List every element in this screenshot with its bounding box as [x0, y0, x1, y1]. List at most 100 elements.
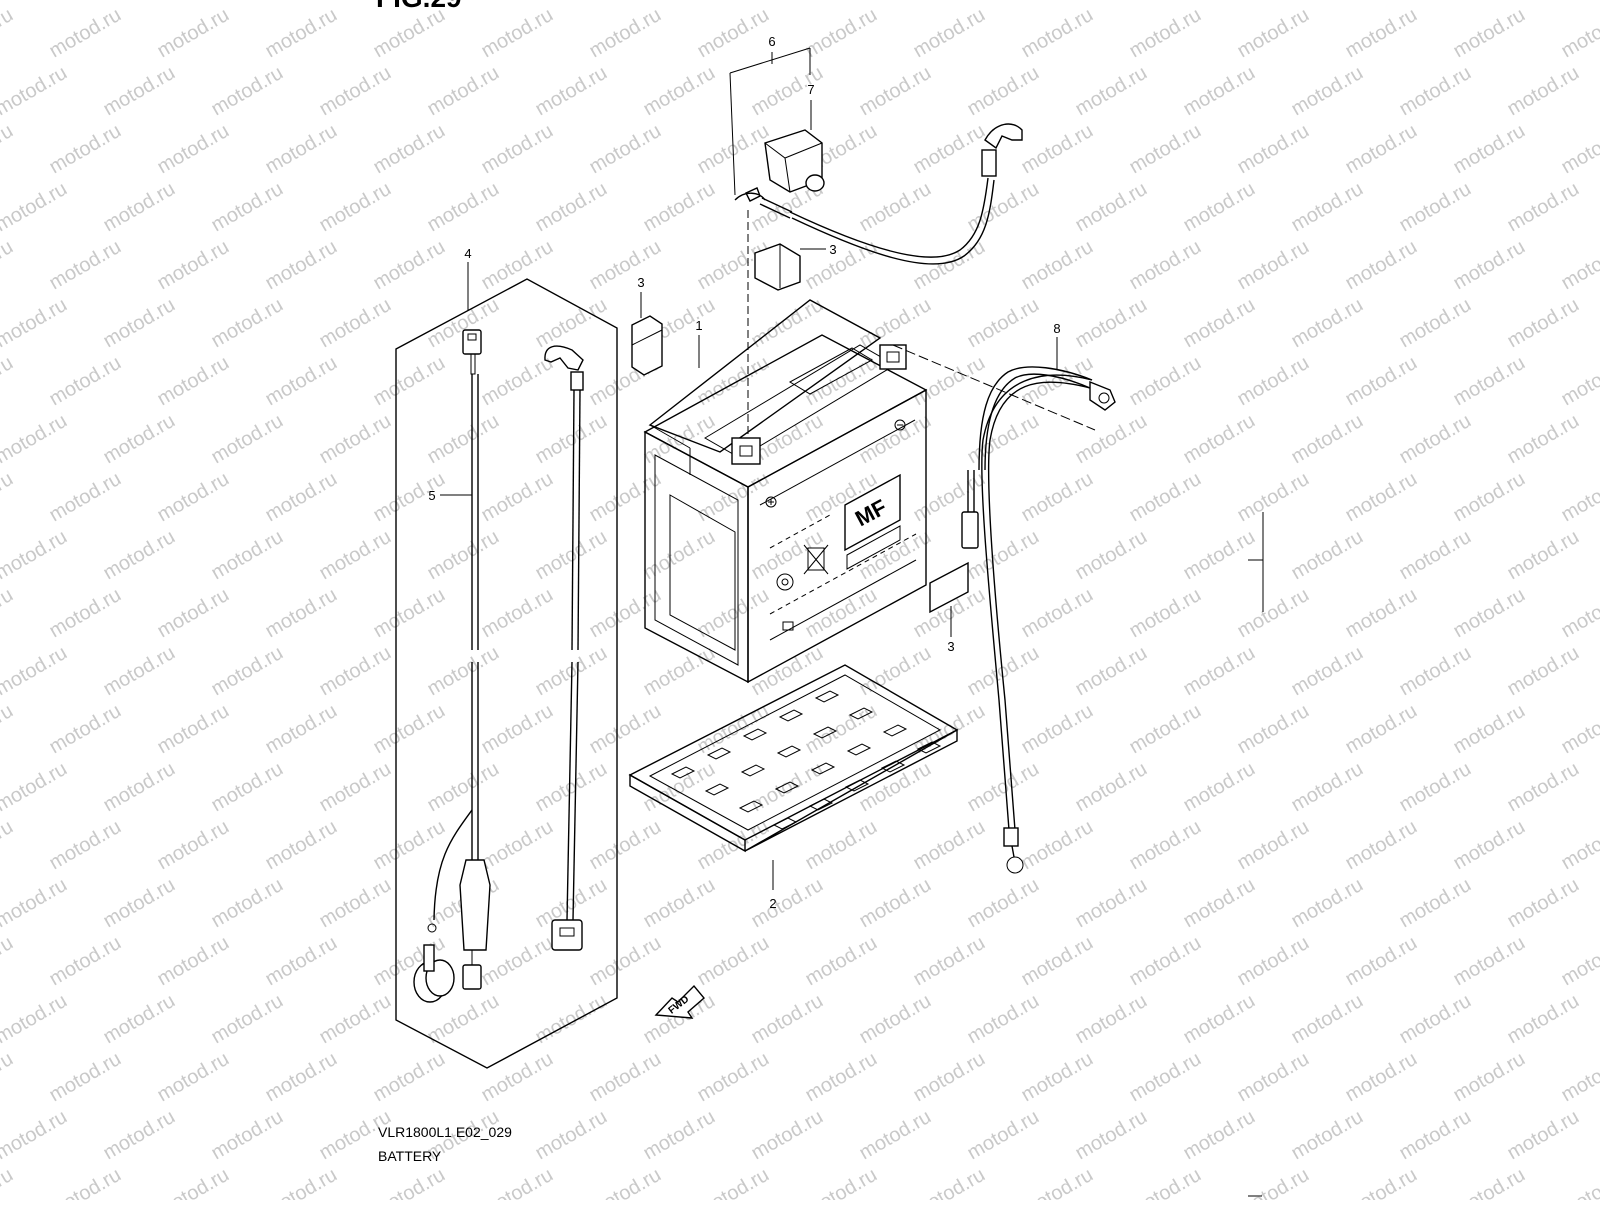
callout-1: 1 — [695, 318, 702, 333]
figure-name: BATTERY — [378, 1149, 441, 1163]
watermark-text: motod.ru — [100, 990, 179, 1049]
watermark-text: motod.ru — [1018, 816, 1097, 875]
watermark-text: motod.ru — [316, 642, 395, 701]
watermark-text: motod.ru — [1396, 0, 1475, 4]
watermark-text: motod.ru — [1018, 468, 1097, 527]
battery: MF — [645, 300, 926, 682]
watermark-text: motod.ru — [100, 410, 179, 469]
watermark-text: motod.ru — [208, 1106, 287, 1165]
callout-3b: 3 — [829, 242, 836, 257]
watermark-text: motod.ru — [694, 4, 773, 63]
callout-3c: 3 — [947, 639, 954, 654]
battery-pad-left — [632, 316, 662, 375]
watermark-text: motod.ru — [1126, 4, 1205, 63]
tray-slot — [816, 691, 838, 702]
watermark-text: motod.ru — [532, 526, 611, 585]
watermark-text: motod.ru — [1234, 468, 1313, 527]
watermark-text: motod.ru — [1180, 642, 1259, 701]
watermark-text: motod.ru — [478, 120, 557, 179]
watermark-text: motod.ru — [964, 178, 1043, 237]
watermark-text: motod.ru — [532, 178, 611, 237]
watermark-text: motod.ru — [586, 700, 665, 759]
watermark-text: motod.ru — [154, 1048, 233, 1107]
watermark-text: motod.ru — [1072, 874, 1151, 933]
watermark-text: motod.ru — [100, 758, 179, 817]
watermark-text: motod.ru — [1504, 178, 1583, 237]
watermark-text: motod.ru — [1504, 990, 1583, 1049]
watermark-text: motod.ru — [1180, 874, 1259, 933]
watermark-text: motod.ru — [208, 990, 287, 1049]
watermark-text: motod.ru — [1342, 352, 1421, 411]
watermark-text: motod.ru — [46, 120, 125, 179]
watermark-text: motod.ru — [1234, 584, 1313, 643]
watermark-text: motod.ru — [586, 1048, 665, 1107]
watermark-text: motod.ru — [478, 584, 557, 643]
watermark-text: motod.ru — [316, 294, 395, 353]
watermark-text: motod.ru — [1450, 1164, 1529, 1200]
watermark-text: motod.ru — [424, 410, 503, 469]
watermark-text: motod.ru — [1018, 700, 1097, 759]
watermark-text: motod.ru — [208, 526, 287, 585]
watermark-text: motod.ru — [748, 642, 827, 701]
watermark-text: motod.ru — [1126, 700, 1205, 759]
watermark-text: motod.ru — [262, 1048, 341, 1107]
watermark-text: motod.ru — [424, 178, 503, 237]
callout-7: 7 — [807, 82, 814, 97]
watermark-text: motod.ru — [856, 1106, 935, 1165]
watermark-text: motod.ru — [100, 0, 179, 4]
watermark-text: motod.ru — [532, 62, 611, 121]
watermark-text: motod.ru — [316, 62, 395, 121]
watermark-text: motod.ru — [1126, 1048, 1205, 1107]
watermark-text: motod.ru — [316, 526, 395, 585]
watermark-text: motod.ru — [100, 1106, 179, 1165]
watermark-text: motod.ru — [1504, 294, 1583, 353]
tray-slot — [706, 784, 728, 795]
watermark-text: motod.ru — [1450, 236, 1529, 295]
watermark-text: motod.ru — [478, 1048, 557, 1107]
watermark-text: motod.ru — [1288, 410, 1367, 469]
watermark-text: motod.ru — [640, 1106, 719, 1165]
watermark-text: motod.ru — [424, 526, 503, 585]
watermark-text: motod.ru — [1126, 352, 1205, 411]
watermark-text: motod.ru — [154, 584, 233, 643]
watermark-text: motod.ru — [316, 874, 395, 933]
watermark-text: motod.ru — [532, 758, 611, 817]
watermark-text: motod.ru — [1342, 1048, 1421, 1107]
watermark-text: motod.ru — [1072, 1106, 1151, 1165]
watermark-text: motod.ru — [370, 700, 449, 759]
watermark-text: motod.ru — [1342, 120, 1421, 179]
tray-slot — [774, 818, 796, 829]
watermark-text: motod.ru — [316, 758, 395, 817]
watermark-text: motod.ru — [964, 410, 1043, 469]
watermark-text: motod.ru — [100, 294, 179, 353]
watermark-text: motod.ru — [964, 990, 1043, 1049]
watermark-text: motod.ru — [964, 874, 1043, 933]
watermark-text: motod.ru — [1450, 816, 1529, 875]
watermark-text: motod.ru — [0, 1048, 17, 1107]
watermark-text: motod.ru — [748, 62, 827, 121]
watermark-text: motod.ru — [154, 932, 233, 991]
watermark-text: motod.ru — [1504, 1106, 1583, 1165]
watermark-text: motod.ru — [370, 816, 449, 875]
watermark-text: motod.ru — [1288, 990, 1367, 1049]
watermark-text: motod.ru — [964, 294, 1043, 353]
watermark-text: motod.ru — [262, 1164, 341, 1200]
watermark-text: motod.ru — [1504, 642, 1583, 701]
watermark-text: motod.ru — [1234, 1048, 1313, 1107]
watermark-text: motod.ru — [532, 0, 611, 4]
watermark-text: motod.ru — [802, 932, 881, 991]
callout-8: 8 — [1053, 321, 1060, 336]
watermark-text: motod.ru — [1342, 584, 1421, 643]
watermark-text: motod.ru — [640, 642, 719, 701]
watermark-text: motod.ru — [370, 1164, 449, 1200]
watermark-text: motod.ru — [262, 352, 341, 411]
watermark-text: motod.ru — [262, 468, 341, 527]
watermark-text: motod.ru — [1342, 816, 1421, 875]
watermark-text: motod.ru — [1450, 700, 1529, 759]
watermark-text: motod.ru — [1234, 120, 1313, 179]
watermark-text: motod.ru — [1072, 990, 1151, 1049]
watermark-text: motod.ru — [0, 874, 71, 933]
watermark-text: motod.ru — [100, 62, 179, 121]
watermark-text: motod.ru — [1234, 932, 1313, 991]
watermark-text: motod.ru — [1396, 758, 1475, 817]
